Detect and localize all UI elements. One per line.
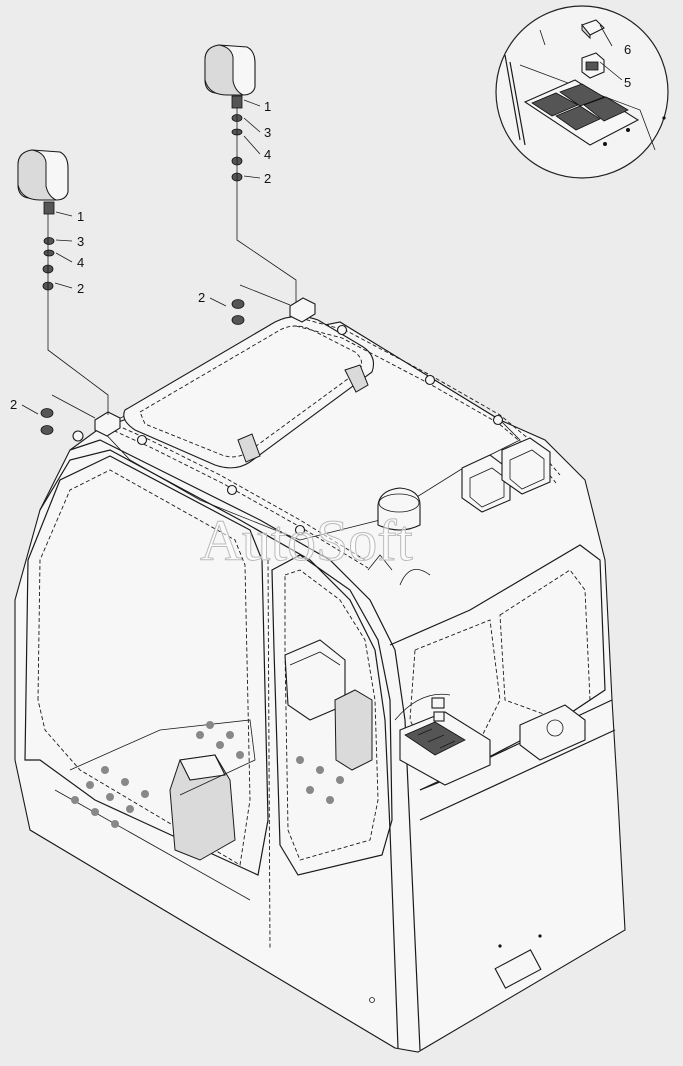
cab-interior xyxy=(69,639,586,861)
right-lamp-assembly xyxy=(204,44,297,325)
callout-left-2: 2 xyxy=(77,281,84,296)
left-lamp-assembly xyxy=(17,149,109,435)
callout-left-3: 3 xyxy=(77,234,84,249)
callout-right-2: 2 xyxy=(264,171,271,186)
callout-right-4: 4 xyxy=(264,147,271,162)
inset-detail xyxy=(495,5,669,179)
callout-labels: 1 3 4 2 2 1 3 4 2 2 6 5 xyxy=(10,42,631,412)
roof-hatch xyxy=(123,315,375,469)
callout-right-3: 3 xyxy=(264,125,271,140)
watermark: AutoSoft xyxy=(200,508,413,573)
callout-leaders xyxy=(21,24,623,415)
callout-inset-5: 5 xyxy=(624,75,631,90)
rear-lamps xyxy=(367,437,551,586)
switch-panel xyxy=(394,693,491,786)
callout-inset-6: 6 xyxy=(624,42,631,57)
callout-left-1: 1 xyxy=(77,209,84,224)
callout-right-base-2: 2 xyxy=(198,290,205,305)
roof-harness xyxy=(104,317,561,569)
lamp-brackets xyxy=(72,297,316,442)
callout-left-4: 4 xyxy=(77,255,84,270)
callout-left-base-2: 2 xyxy=(10,397,17,412)
callout-right-1: 1 xyxy=(264,99,271,114)
